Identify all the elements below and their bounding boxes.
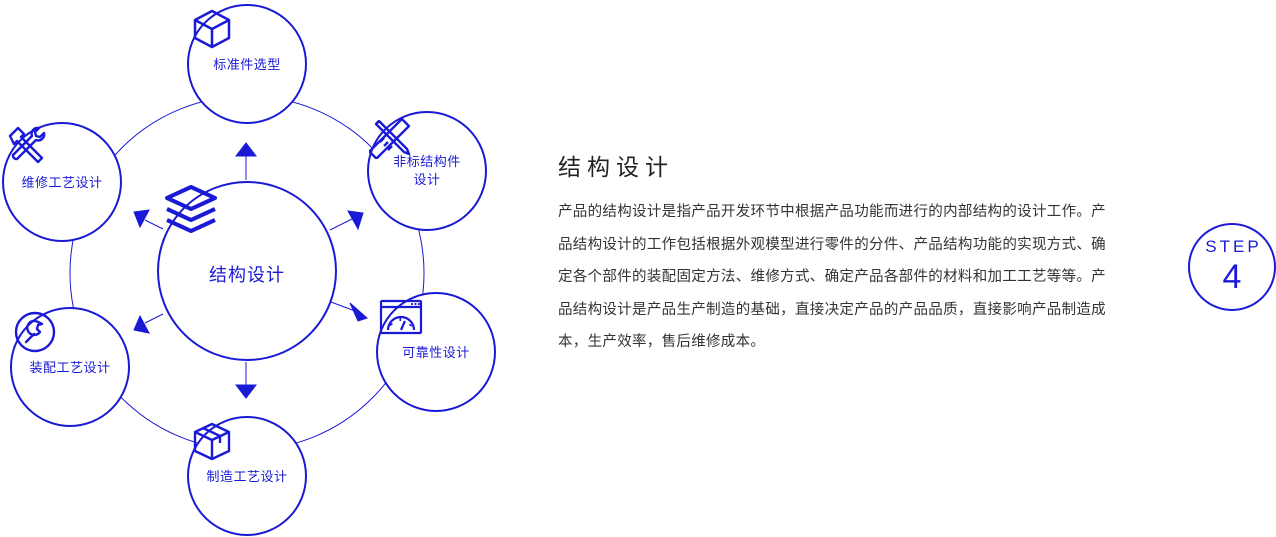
cube-icon — [193, 9, 231, 49]
arrow-head-lower-right — [349, 302, 368, 322]
description-panel: 结构设计 产品的结构设计是指产品开发环节中根据产品功能而进行的内部结构的设计工作… — [558, 148, 1106, 359]
gauge-window-icon — [379, 299, 423, 335]
node-label-assembly-process: 装配工艺设计 — [29, 361, 111, 376]
step-badge: STEP 4 — [1188, 223, 1276, 311]
spoke-arrows — [133, 142, 368, 399]
layers-icon — [165, 185, 217, 233]
arrow-line-upper-right — [329, 217, 355, 231]
arrow-head-top — [234, 142, 258, 157]
node-nonstandard-parts: 非标结构件 设计 — [367, 111, 487, 231]
step-label: STEP — [1205, 237, 1262, 256]
section-body: 产品的结构设计是指产品开发环节中根据产品功能而进行的内部结构的设计工作。产品结构… — [558, 204, 1106, 350]
center-node-label: 结构设计 — [209, 265, 285, 286]
arrow-head-bottom — [234, 384, 258, 399]
arrow-head-lower-left — [133, 314, 150, 334]
node-label-reliability: 可靠性设计 — [402, 346, 470, 361]
section-title: 结构设计 — [558, 155, 674, 181]
node-label-nonstandard-parts: 非标结构件 设计 — [393, 155, 461, 188]
arrow-line-lower-left — [144, 313, 164, 324]
arrow-head-upper-right — [347, 210, 364, 231]
hammer-wrench-icon — [8, 126, 46, 164]
center-node: 结构设计 — [157, 181, 337, 361]
node-maintenance-process: 维修工艺设计 — [2, 122, 122, 242]
structure-design-diagram: 结构设计 标准件选型 非标结构件 设计 — [0, 0, 520, 537]
arrow-line-upper-left — [144, 219, 164, 230]
node-label-maintenance-process: 维修工艺设计 — [21, 176, 103, 191]
node-standard-parts: 标准件选型 — [187, 4, 307, 124]
box-icon — [193, 422, 231, 461]
node-assembly-process: 装配工艺设计 — [10, 307, 130, 427]
arrow-line-lower-right — [330, 301, 356, 312]
step-number: 4 — [1222, 258, 1242, 296]
node-label-standard-parts: 标准件选型 — [213, 58, 281, 73]
node-reliability: 可靠性设计 — [376, 292, 496, 412]
arrow-head-upper-left — [133, 209, 150, 229]
wrench-circle-icon — [14, 311, 56, 353]
node-manufacturing-process: 制造工艺设计 — [187, 416, 307, 536]
ruler-pencil-icon — [369, 117, 411, 159]
node-label-manufacturing-process: 制造工艺设计 — [206, 470, 288, 485]
